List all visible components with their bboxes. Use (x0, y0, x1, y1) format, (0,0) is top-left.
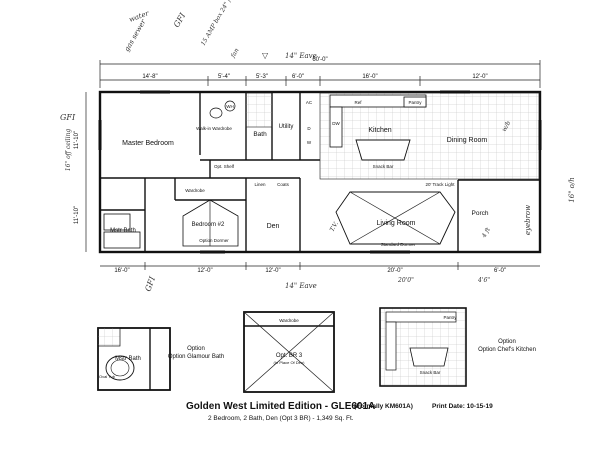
dim-top-3: 5'-3" (256, 74, 268, 80)
chefs-kitchen-title-1: Option (498, 339, 516, 345)
hw-note-4ft: 4 ft (480, 226, 492, 240)
glamour-oval-tub: Oval Tub (99, 374, 116, 379)
dim-top-1: 14'-8" (142, 74, 157, 80)
label-snack-bar: Snack Bar (373, 164, 394, 169)
label-opt-dormer: Option Dormer (199, 238, 229, 243)
label-ref: Ref (354, 100, 362, 105)
hw-eave-bottom: 14" Eave (285, 282, 317, 290)
label-utility: Utility (279, 124, 294, 130)
dim-side-2: 11'-10" (74, 206, 80, 224)
dim-top-4: 6'-0" (292, 74, 304, 80)
label-den: Den (267, 223, 280, 230)
chefs-kitchen-title: Option Chef's Kitchen (478, 347, 536, 353)
label-std-dormer: Standard Dormer (381, 242, 416, 247)
label-bedroom2: Bedroom #2 (192, 222, 225, 228)
dim-bottom-5: 6'-0" (494, 268, 506, 274)
label-dining-room: Dining Room (447, 137, 488, 144)
label-dryer: D (307, 126, 311, 131)
glamour-room-label: Mstr Bath (115, 356, 141, 362)
label-kitchen: Kitchen (368, 127, 391, 134)
label-ac: AC (306, 100, 313, 105)
kitchen-side-counter (329, 106, 343, 148)
dim-top-5: 16'-0" (362, 74, 377, 80)
dim-bottom-4: 20'-0" (387, 268, 402, 274)
formerly-note: (Formally KM601A) (354, 403, 413, 410)
label-washer: W (307, 140, 312, 145)
glamour-bath-title: Option (187, 346, 205, 352)
label-walkin: Walk-in Wardrobe (196, 126, 232, 131)
hw-note-46: 4'6" (477, 277, 490, 284)
label-master-bedroom: Master Bedroom (122, 140, 174, 147)
bath-floor (245, 92, 273, 128)
hw-note-200: 20'0" (397, 277, 414, 284)
dim-top-6: 12'-0" (472, 74, 487, 80)
dimension-lines-bottom (100, 262, 540, 270)
label-opt-shelf: Opt. Shelf (214, 164, 235, 169)
exterior-walls (98, 90, 542, 254)
br3-title: Opt. BR 3 (276, 353, 303, 359)
hw-note-wb: w/b (501, 120, 513, 133)
master-shower (103, 213, 131, 231)
pantry-box (403, 96, 427, 108)
label-linen: Linen (254, 182, 266, 187)
master-tub (103, 231, 141, 249)
hw-note-tv: T.V. (329, 221, 340, 233)
glamour-bath-title-2: Option Glamour Bath (168, 354, 224, 360)
hw-ceiling: 16" off ceiling (65, 129, 72, 172)
toilet-fixture (209, 107, 223, 119)
living-room-vault (335, 191, 456, 245)
hw-eave-top-text: 14" Eave (285, 52, 317, 60)
dim-top-2: 5'-4" (218, 74, 230, 80)
label-wh: WH (226, 104, 234, 109)
label-pantry: Pantry (408, 100, 422, 105)
label-coats: Coats (277, 182, 290, 187)
label-wardrobe: Wardrobe (185, 188, 205, 193)
water-heater-fixture (224, 100, 236, 112)
dimension-lines-top (99, 60, 541, 88)
hw-gfi-top: GFI (172, 11, 188, 29)
label-bath: Bath (253, 131, 267, 138)
chefs-snack-bar: Snack Bar (420, 370, 441, 375)
hw-gas-sewer: gas sewer (123, 18, 148, 53)
chefs-pantry: Pantry (443, 315, 457, 320)
hw-eyebrow: eyebrow (524, 205, 532, 235)
hw-amp-box: 15 AMP box 24" from floor (200, 0, 247, 47)
dim-bottom-3: 12'-0" (265, 268, 280, 274)
br3-wardrobe: Wardrobe (279, 318, 299, 323)
bedroom2-dormer (182, 199, 239, 247)
label-porch: Porch (472, 210, 489, 217)
hw-fan: fan (229, 47, 240, 60)
print-date: Print Date: 10-15-19 (432, 403, 493, 410)
hw-eave-top: ▽ (262, 51, 269, 60)
label-master-bath: Mstr Bath (110, 228, 136, 234)
dim-overall: 60'-0" (312, 57, 327, 63)
plan-title: Golden West Limited Edition - GLE601A (186, 401, 376, 412)
option-br3-plan (243, 311, 335, 393)
kitchen-island (355, 139, 411, 161)
dim-side-1: 11'-10" (74, 131, 80, 149)
dim-bottom-1: 16'-0" (114, 268, 129, 274)
option-glamour-bath-plan (97, 327, 171, 391)
br3-note: (In Place Of Den) (274, 360, 306, 365)
option-chefs-kitchen-plan (379, 307, 467, 387)
hw-gfi-left: GFI (60, 113, 76, 122)
label-dw: DW (332, 121, 340, 126)
label-living-room: Living Room (377, 220, 416, 227)
label-track-light: 20' Track Light (425, 182, 455, 187)
plan-subtitle: 2 Bedroom, 2 Bath, Den (Opt 3 BR) - 1,34… (208, 415, 354, 422)
dim-bottom-2: 12'-0" (197, 268, 212, 274)
windows (98, 90, 542, 254)
hw-gfi-bottom: GFI (143, 275, 157, 293)
hw-overhang: 16" o/h (568, 177, 576, 202)
